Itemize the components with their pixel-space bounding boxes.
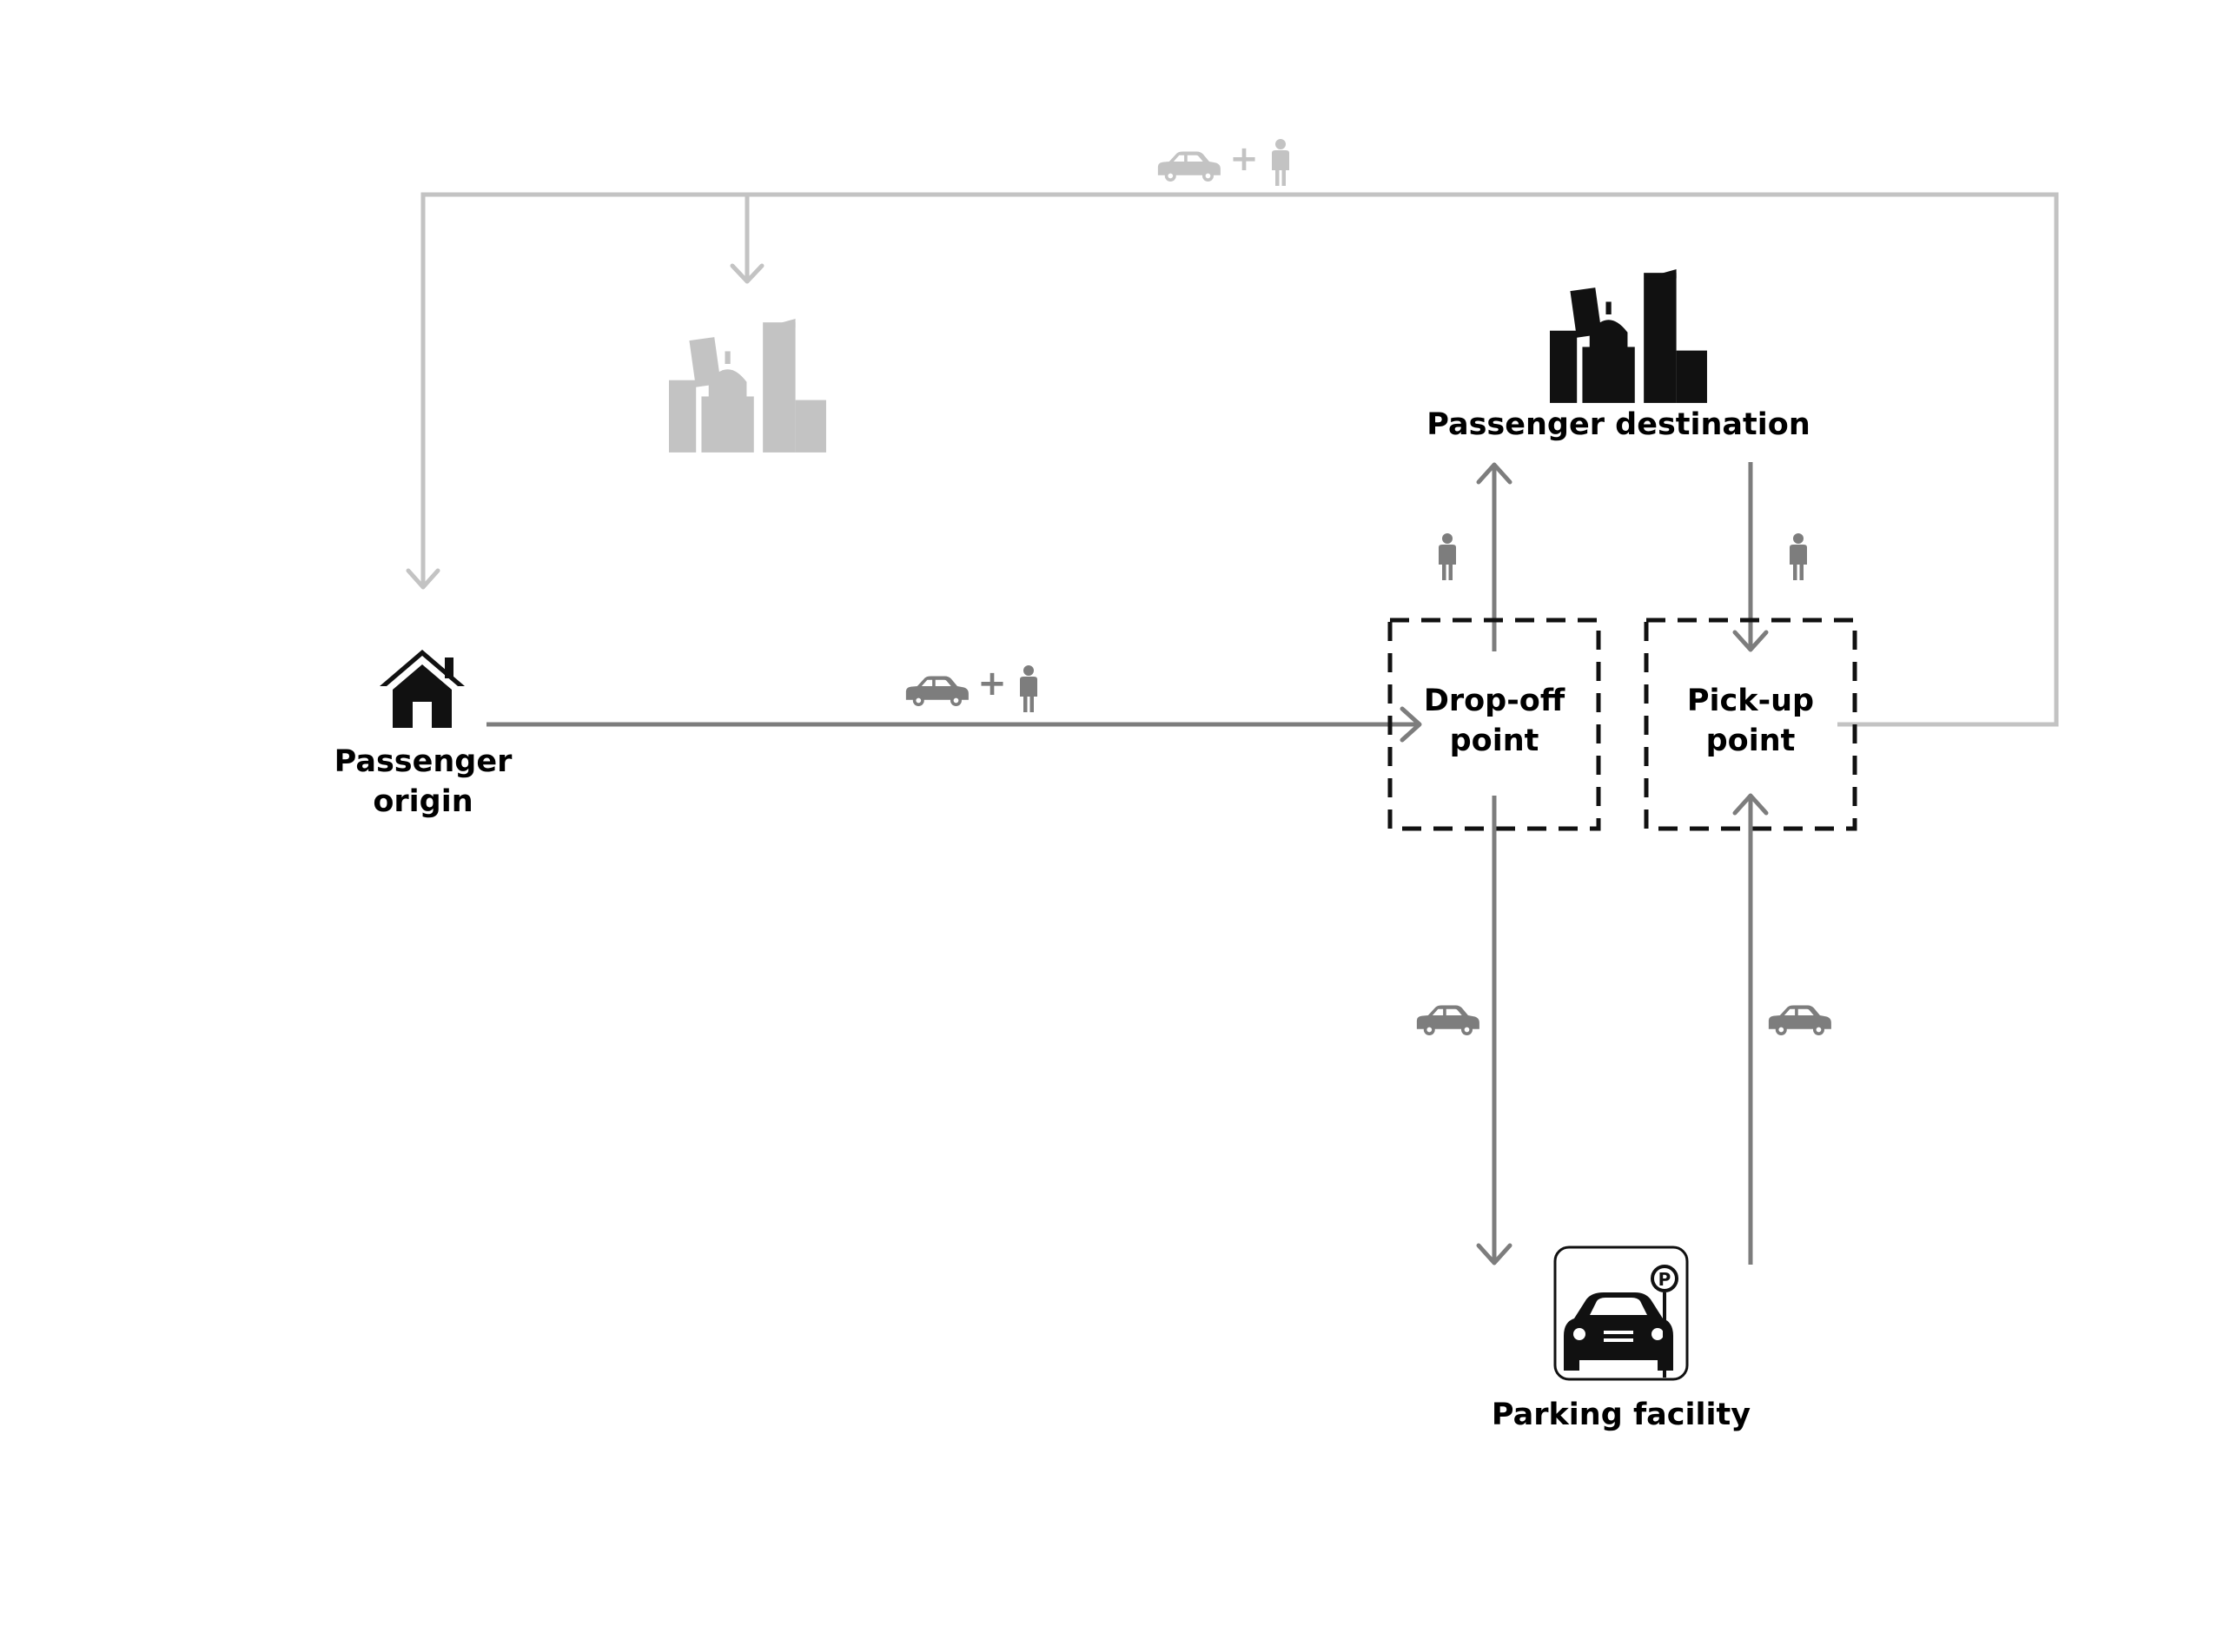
person-icon — [1272, 139, 1289, 186]
destination-to-pickup-flow — [1732, 462, 1807, 652]
plus-sign: + — [977, 664, 1007, 704]
destination-label: Passenger destination — [1426, 407, 1810, 442]
alt-destination-city-icon — [669, 319, 826, 453]
car-icon — [1416, 1005, 1479, 1035]
return-trip-loop — [406, 192, 2059, 727]
dropoff-point: Drop-off point — [1387, 618, 1601, 831]
passenger-destination: Passenger destination — [1426, 269, 1810, 442]
house-icon — [380, 650, 465, 728]
parking-sign-letter: P — [1658, 1269, 1671, 1290]
person-icon — [1790, 533, 1807, 580]
parking-car-icon: P — [1553, 1246, 1689, 1381]
dropoff-label-line2: point — [1450, 724, 1539, 758]
pickup-label-line1: Pick-up — [1687, 684, 1814, 718]
city-icon — [1550, 269, 1707, 403]
pickup-point: Pick-up point — [1644, 618, 1857, 831]
origin-label-line1: Passenger — [334, 744, 513, 779]
dropoff-label-line1: Drop-off — [1424, 684, 1565, 718]
origin-to-dropoff-flow: + — [486, 664, 1422, 743]
dropoff-to-parking-flow — [1416, 796, 1512, 1265]
person-icon — [1439, 533, 1456, 580]
parking-to-pickup-flow — [1732, 793, 1831, 1265]
car-icon — [1157, 151, 1221, 182]
dropoff-to-destination-flow — [1439, 462, 1512, 651]
car-icon — [1768, 1005, 1831, 1035]
return-flow-label: + — [1157, 139, 1289, 186]
plus-sign: + — [1229, 139, 1259, 179]
pickup-label-line2: point — [1706, 724, 1796, 758]
person-icon — [1020, 665, 1037, 712]
origin-label-line2: origin — [373, 784, 473, 819]
parking-label: Parking facility — [1492, 1398, 1751, 1432]
car-icon — [905, 676, 969, 706]
parking-facility: P Parking facility — [1492, 1246, 1751, 1432]
passenger-origin: Passenger origin — [334, 650, 513, 819]
